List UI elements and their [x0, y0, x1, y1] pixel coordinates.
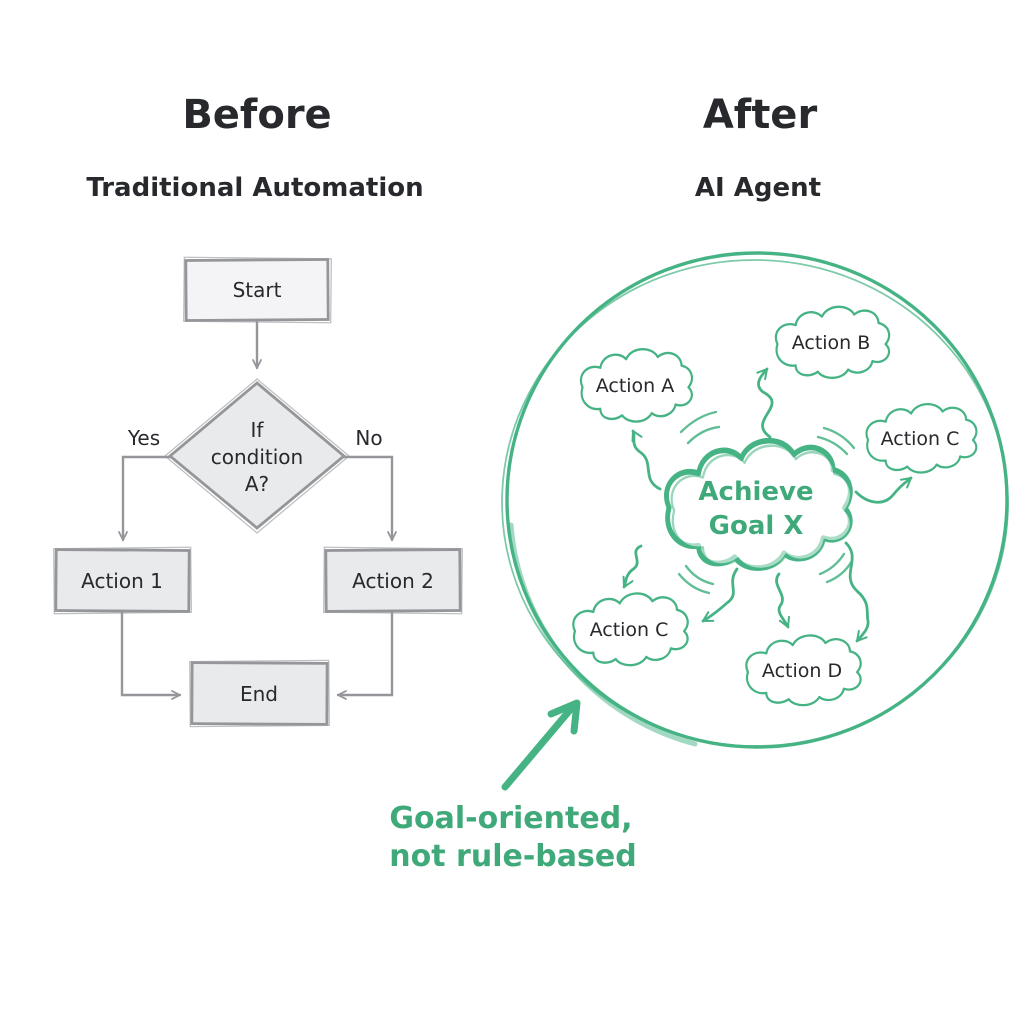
goal-to-action-c-bottom-arrow	[701, 567, 739, 623]
goal-to-action-d-arrow	[775, 572, 791, 629]
motion-lines	[677, 410, 856, 595]
after-subtitle: AI Agent	[695, 173, 821, 203]
goal-to-action-b-arrow	[756, 367, 774, 439]
condition-line-1: If	[251, 418, 265, 442]
action-cloud-b-label: Action B	[792, 332, 871, 354]
action-cloud-b: Action B	[774, 305, 891, 380]
no-branch-label: No	[355, 426, 382, 450]
condition-line-2: condition	[211, 445, 303, 469]
agent-boundary-circle	[501, 251, 1009, 749]
goal-cloud-line-1: Achieve	[698, 477, 813, 507]
after-title: After	[703, 92, 818, 138]
action1-node: Action 1	[53, 546, 192, 615]
action-cloud-a: Action A	[579, 347, 694, 423]
action2-to-end-arrow	[336, 609, 394, 700]
action-cloud-c-right: Action C	[865, 402, 978, 474]
end-node: End	[189, 659, 330, 728]
goal-to-action-c-bottom-drop-arrow	[622, 544, 643, 589]
goal-to-action-a-arrow	[631, 429, 662, 491]
action-cloud-d-label: Action D	[762, 660, 842, 682]
action-cloud-c-bottom: Action C	[572, 592, 689, 667]
before-subtitle: Traditional Automation	[86, 173, 423, 203]
caption-line-1: Goal-oriented,	[389, 801, 632, 836]
action2-node: Action 2	[323, 546, 463, 615]
action1-to-end-arrow	[120, 609, 182, 700]
start-node: Start	[183, 256, 332, 324]
action-cloud-c-bottom-label: Action C	[590, 619, 669, 641]
goal-cloud: Achieve Goal X	[666, 441, 851, 569]
caption-line-2: not rule-based	[389, 839, 636, 874]
yes-branch-label: Yes	[127, 426, 160, 450]
yes-branch-arrow	[118, 455, 173, 542]
before-title: Before	[182, 92, 331, 138]
no-branch-arrow	[341, 455, 397, 542]
goal-cloud-line-2: Goal X	[709, 511, 804, 541]
start-label: Start	[233, 278, 282, 302]
callout-arrow	[501, 699, 581, 791]
goal-to-action-d-right-arrow	[844, 541, 870, 643]
action-cloud-a-label: Action A	[596, 375, 675, 397]
end-label: End	[240, 682, 278, 706]
action-cloud-c-right-label: Action C	[881, 428, 960, 450]
action-cloud-d: Action D	[745, 634, 862, 707]
action2-label: Action 2	[352, 569, 434, 593]
condition-line-3: A?	[245, 472, 269, 496]
condition-diamond: If condition A?	[163, 378, 351, 534]
goal-to-action-c-right-arrow	[854, 476, 913, 504]
action1-label: Action 1	[81, 569, 163, 593]
